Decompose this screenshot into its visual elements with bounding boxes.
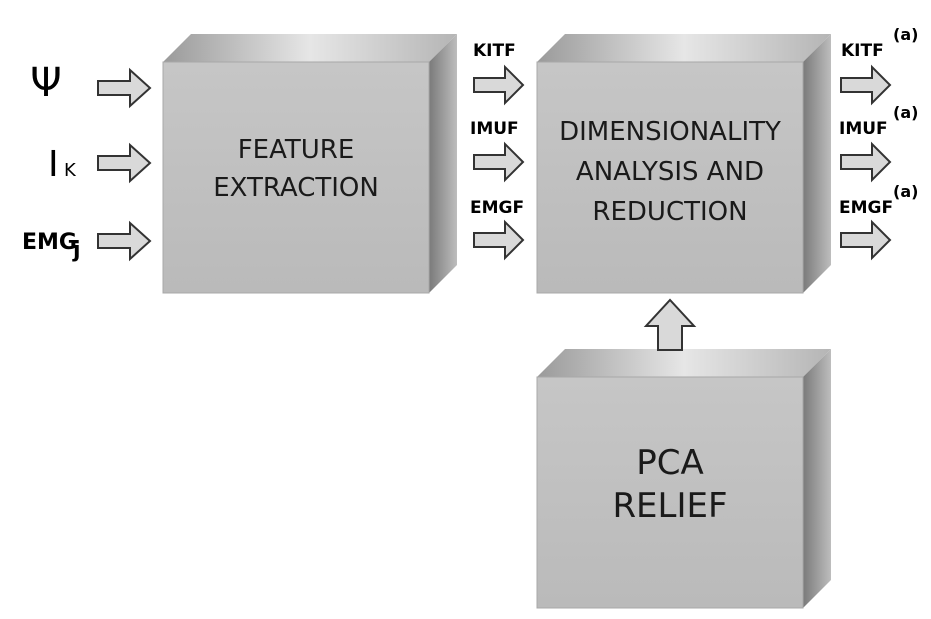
up-arrow [643,298,697,351]
dimensionality-front-face [536,61,804,294]
dimensionality-side-face [803,34,831,293]
pca-label: PCA [636,443,704,483]
kitf-mid-label: KITF [473,41,516,61]
pca-relief-block: PCA RELIEF [536,349,831,609]
dimensionality-label-1: DIMENSIONALITY [559,117,781,147]
emgf-out-label: EMGF [839,198,893,218]
ik-input-arrow [97,142,152,184]
imuf-mid-arrow [473,141,525,183]
emgf-mid-arrow [473,219,525,261]
emgf-out-sup: (a) [893,182,918,201]
feature-extraction-block: FEATURE EXTRACTION [162,34,457,294]
psi-input-arrow [97,67,152,109]
dimensionality-block: DIMENSIONALITY ANALYSIS AND REDUCTION [536,34,831,294]
imuf-out-sup: (a) [893,103,918,122]
dimensionality-label-2: ANALYSIS AND [576,157,764,187]
dimensionality-top-face [537,34,831,62]
dimensionality-label-3: REDUCTION [592,197,747,227]
feature-extraction-label-1: FEATURE [238,135,355,165]
kitf-mid-arrow [473,64,525,106]
emg-main: EMG [22,230,77,255]
kitf-out-label: KITF [841,41,884,61]
emgf-out-arrow [840,219,892,261]
emg-input-arrow [97,220,152,262]
pca-relief-top-face [537,349,831,377]
ik-input-label: I K [48,144,77,185]
relief-label: RELIEF [612,486,727,526]
ik-main: I [48,144,59,185]
pca-relief-side-face [803,349,831,608]
pca-relief-front-face [536,376,804,609]
psi-input-label: Ψ [30,60,61,106]
imuf-out-label: IMUF [839,119,888,139]
feature-extraction-top-face [163,34,457,62]
ik-subscript: K [64,160,77,181]
feature-extraction-side-face [429,34,457,293]
emg-input-label: EMG j [22,230,81,263]
imuf-mid-label: IMUF [470,119,519,139]
kitf-out-sup: (a) [893,25,918,44]
imuf-out-arrow [840,141,892,183]
emgf-mid-label: EMGF [470,198,524,218]
feature-extraction-label-2: EXTRACTION [213,173,379,203]
emg-subscript: j [72,238,81,263]
kitf-out-arrow [840,64,892,106]
feature-extraction-front-face [162,61,430,294]
